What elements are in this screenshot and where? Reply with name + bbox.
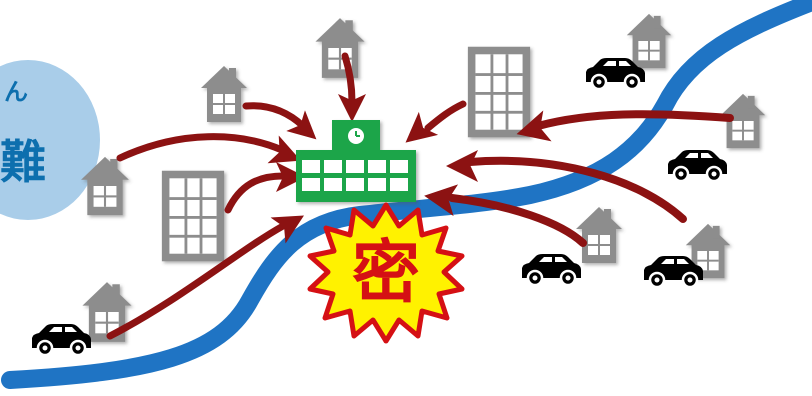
bubble-large-text: 難: [0, 135, 46, 189]
house-icon: [201, 66, 247, 122]
starburst-badge: [307, 202, 465, 344]
arrows-group: [106, 52, 734, 340]
apartment-building-icon: [161, 170, 225, 262]
speech-bubble: [0, 60, 100, 220]
house-icon: [315, 18, 365, 78]
house-icon: [82, 282, 132, 342]
house-icon: [576, 207, 622, 263]
car-icon: [666, 148, 729, 182]
school-icon: [296, 120, 416, 202]
house-icon: [626, 13, 672, 69]
badge-label: 密: [351, 234, 420, 313]
apartment-building-icon: [467, 46, 531, 138]
car-icon: [520, 252, 583, 286]
car-icon: [30, 322, 93, 356]
bubble-small-text: ん: [4, 78, 28, 106]
